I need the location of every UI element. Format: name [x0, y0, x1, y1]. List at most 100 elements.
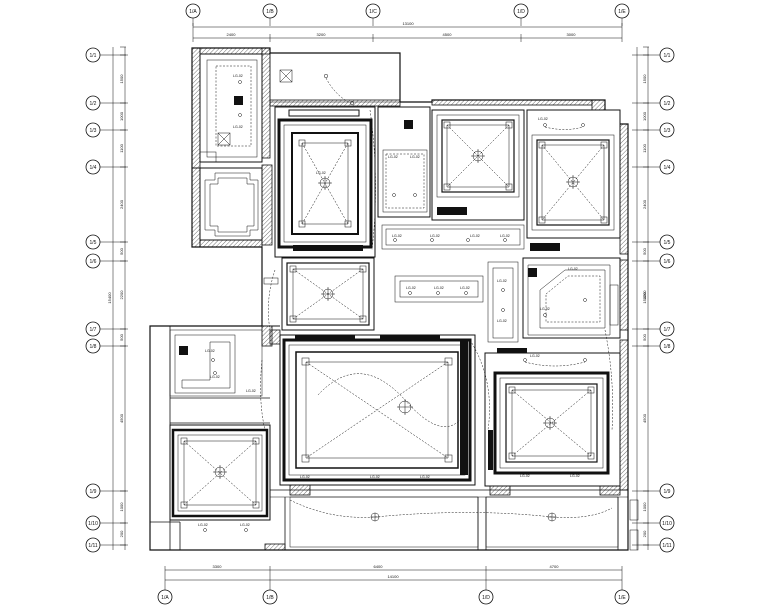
bottom-dimensions: 3300 6400 4700 14100	[164, 564, 623, 585]
top-axis-bubbles: 1/A 1/B 1/C 1/D 1/E	[185, 3, 630, 26]
axis-label: 1/6	[90, 259, 97, 265]
exhaust-fan-icon	[179, 346, 188, 355]
room-corridor-center: LG-02 LG-02 LG-02	[394, 275, 484, 303]
dim-segment: 4700	[550, 564, 560, 569]
exhaust-fan-icon	[404, 120, 413, 129]
axis-label: 1/1	[90, 53, 97, 59]
room-bath-center: LG-02 LG-02	[377, 106, 431, 218]
axis-label: 1/10	[88, 521, 98, 527]
light-tag: LG-02	[538, 117, 548, 121]
access-panel-icon	[217, 132, 231, 146]
downlight-icon	[349, 100, 355, 106]
dim-total-right: 15400	[642, 292, 647, 304]
light-tag: LG-02	[205, 349, 215, 353]
dim-segment-left: 1100	[119, 143, 124, 152]
right-dimensions: 15400	[636, 47, 649, 550]
axis-label: 1/D	[482, 595, 490, 601]
dim-segment: 2400	[227, 32, 237, 37]
dim-segment-right: 1500	[642, 74, 647, 84]
room-corridor-top	[269, 52, 401, 106]
axis-label: 1/4	[90, 165, 97, 171]
light-tag: LG-02	[570, 474, 580, 478]
light-tag: LG-02	[540, 307, 550, 311]
axis-label: 1/A	[189, 9, 197, 15]
room-bath-upper-left: LG-02 LG-02	[199, 53, 263, 163]
axis-bubble-right: 1/4	[632, 159, 675, 175]
room-bath-right: LG-02 LG-02	[522, 257, 621, 339]
light-tag: LG-02	[316, 171, 326, 175]
dim-segment-left: 1000	[119, 502, 124, 512]
dim-segment-left: 4500	[119, 413, 124, 423]
dim-segment-right: 1100	[642, 143, 647, 152]
axis-label: 1/8	[664, 344, 671, 350]
axis-bubble-right: 1/3	[632, 122, 675, 138]
light-tag: LG-02	[420, 475, 430, 479]
dim-segment-right: 2400	[642, 199, 647, 209]
light-tag: LG-02	[497, 319, 507, 323]
room-bath-lower-left: LG-02 LG-02 LG-02	[169, 329, 263, 397]
axis-bubble-right: 1/2	[632, 95, 675, 111]
light-tag: LG-02	[500, 234, 510, 238]
light-tag: LG-02	[233, 74, 243, 78]
dim-segment-left: 500	[119, 333, 124, 340]
dim-segment-right: 2200	[642, 290, 647, 300]
light-tag: LG-02	[300, 475, 310, 479]
axis-bubble-top: 1/D	[513, 3, 529, 26]
light-tag: LG-02	[198, 523, 208, 527]
axis-label: 1/11	[88, 543, 98, 549]
light-tag: LG-02	[410, 155, 420, 159]
axis-bubble-right: 1/1	[632, 47, 675, 63]
vent-icon	[279, 69, 293, 83]
room-living: LG-02 LG-02 LG-02	[279, 334, 476, 486]
dim-segment-right: 1000	[642, 502, 647, 512]
axis-bubble-right: 1/8	[632, 338, 675, 354]
room-closet-left	[199, 167, 263, 241]
dim-segment-right: 500	[642, 333, 647, 340]
room-corridor-vertical: LG-02 LG-02	[487, 261, 527, 356]
light-tag: LG-02	[210, 375, 220, 379]
light-tag: LG-02	[240, 523, 250, 527]
axis-bubble-bottom: 1/B	[262, 585, 278, 605]
dim-segment-left: 2200	[119, 290, 124, 300]
axis-label: 1/B	[266, 9, 274, 15]
light-tag: LG-02	[233, 125, 243, 129]
dim-segment-left: 2400	[119, 199, 124, 209]
axis-label: 1/3	[664, 128, 671, 134]
top-dimensions: 13100 2400 3200 4500 3000	[192, 21, 623, 42]
axis-bubble-right: 1/7	[632, 321, 675, 337]
room-bedroom-lower-left: LG-02 LG-02	[169, 424, 271, 532]
axis-bubble-top: 1/B	[262, 3, 278, 26]
downlight-icon	[323, 73, 329, 79]
axis-label: 1/B	[266, 595, 274, 601]
axis-label: 1/E	[618, 595, 626, 601]
light-tag: LG-02	[392, 234, 402, 238]
light-tag: LG-02	[460, 286, 470, 290]
dim-segment: 3300	[213, 564, 223, 569]
axis-bubble-top: 1/E	[614, 3, 630, 26]
axis-label: 1/5	[664, 240, 671, 246]
axis-label: 1/11	[662, 543, 672, 549]
axis-label: 1/6	[664, 259, 671, 265]
axis-bubble-right: 1/11	[632, 537, 675, 553]
room-bedroom-lower-right: LG-02 LG-02 LG-02	[484, 352, 621, 487]
room-bedroom-main: LG-02	[274, 106, 376, 258]
left-dimensions: 15400	[107, 47, 126, 550]
bottom-axis-bubbles: 1/A 1/B 1/D 1/E	[157, 585, 630, 605]
room-dining-small	[263, 257, 375, 331]
axis-label: 1/7	[90, 327, 97, 333]
axis-bubble-bottom: 1/E	[614, 585, 630, 605]
axis-bubble-right: 1/5	[632, 234, 675, 250]
light-tag: LG-02	[430, 234, 440, 238]
light-tag: LG-02	[246, 389, 256, 393]
light-tag: LG-02	[520, 474, 530, 478]
room-balcony	[289, 496, 619, 548]
axis-label: 1/A	[161, 595, 169, 601]
dim-total-top: 13100	[402, 21, 414, 26]
light-tag: LG-02	[434, 286, 444, 290]
axis-label: 1/4	[664, 165, 671, 171]
axis-bubble-bottom: 1/A	[157, 585, 173, 605]
light-tag: LG-02	[370, 475, 380, 479]
dim-segment: 6400	[374, 564, 384, 569]
dim-total-bottom: 14100	[387, 574, 399, 579]
